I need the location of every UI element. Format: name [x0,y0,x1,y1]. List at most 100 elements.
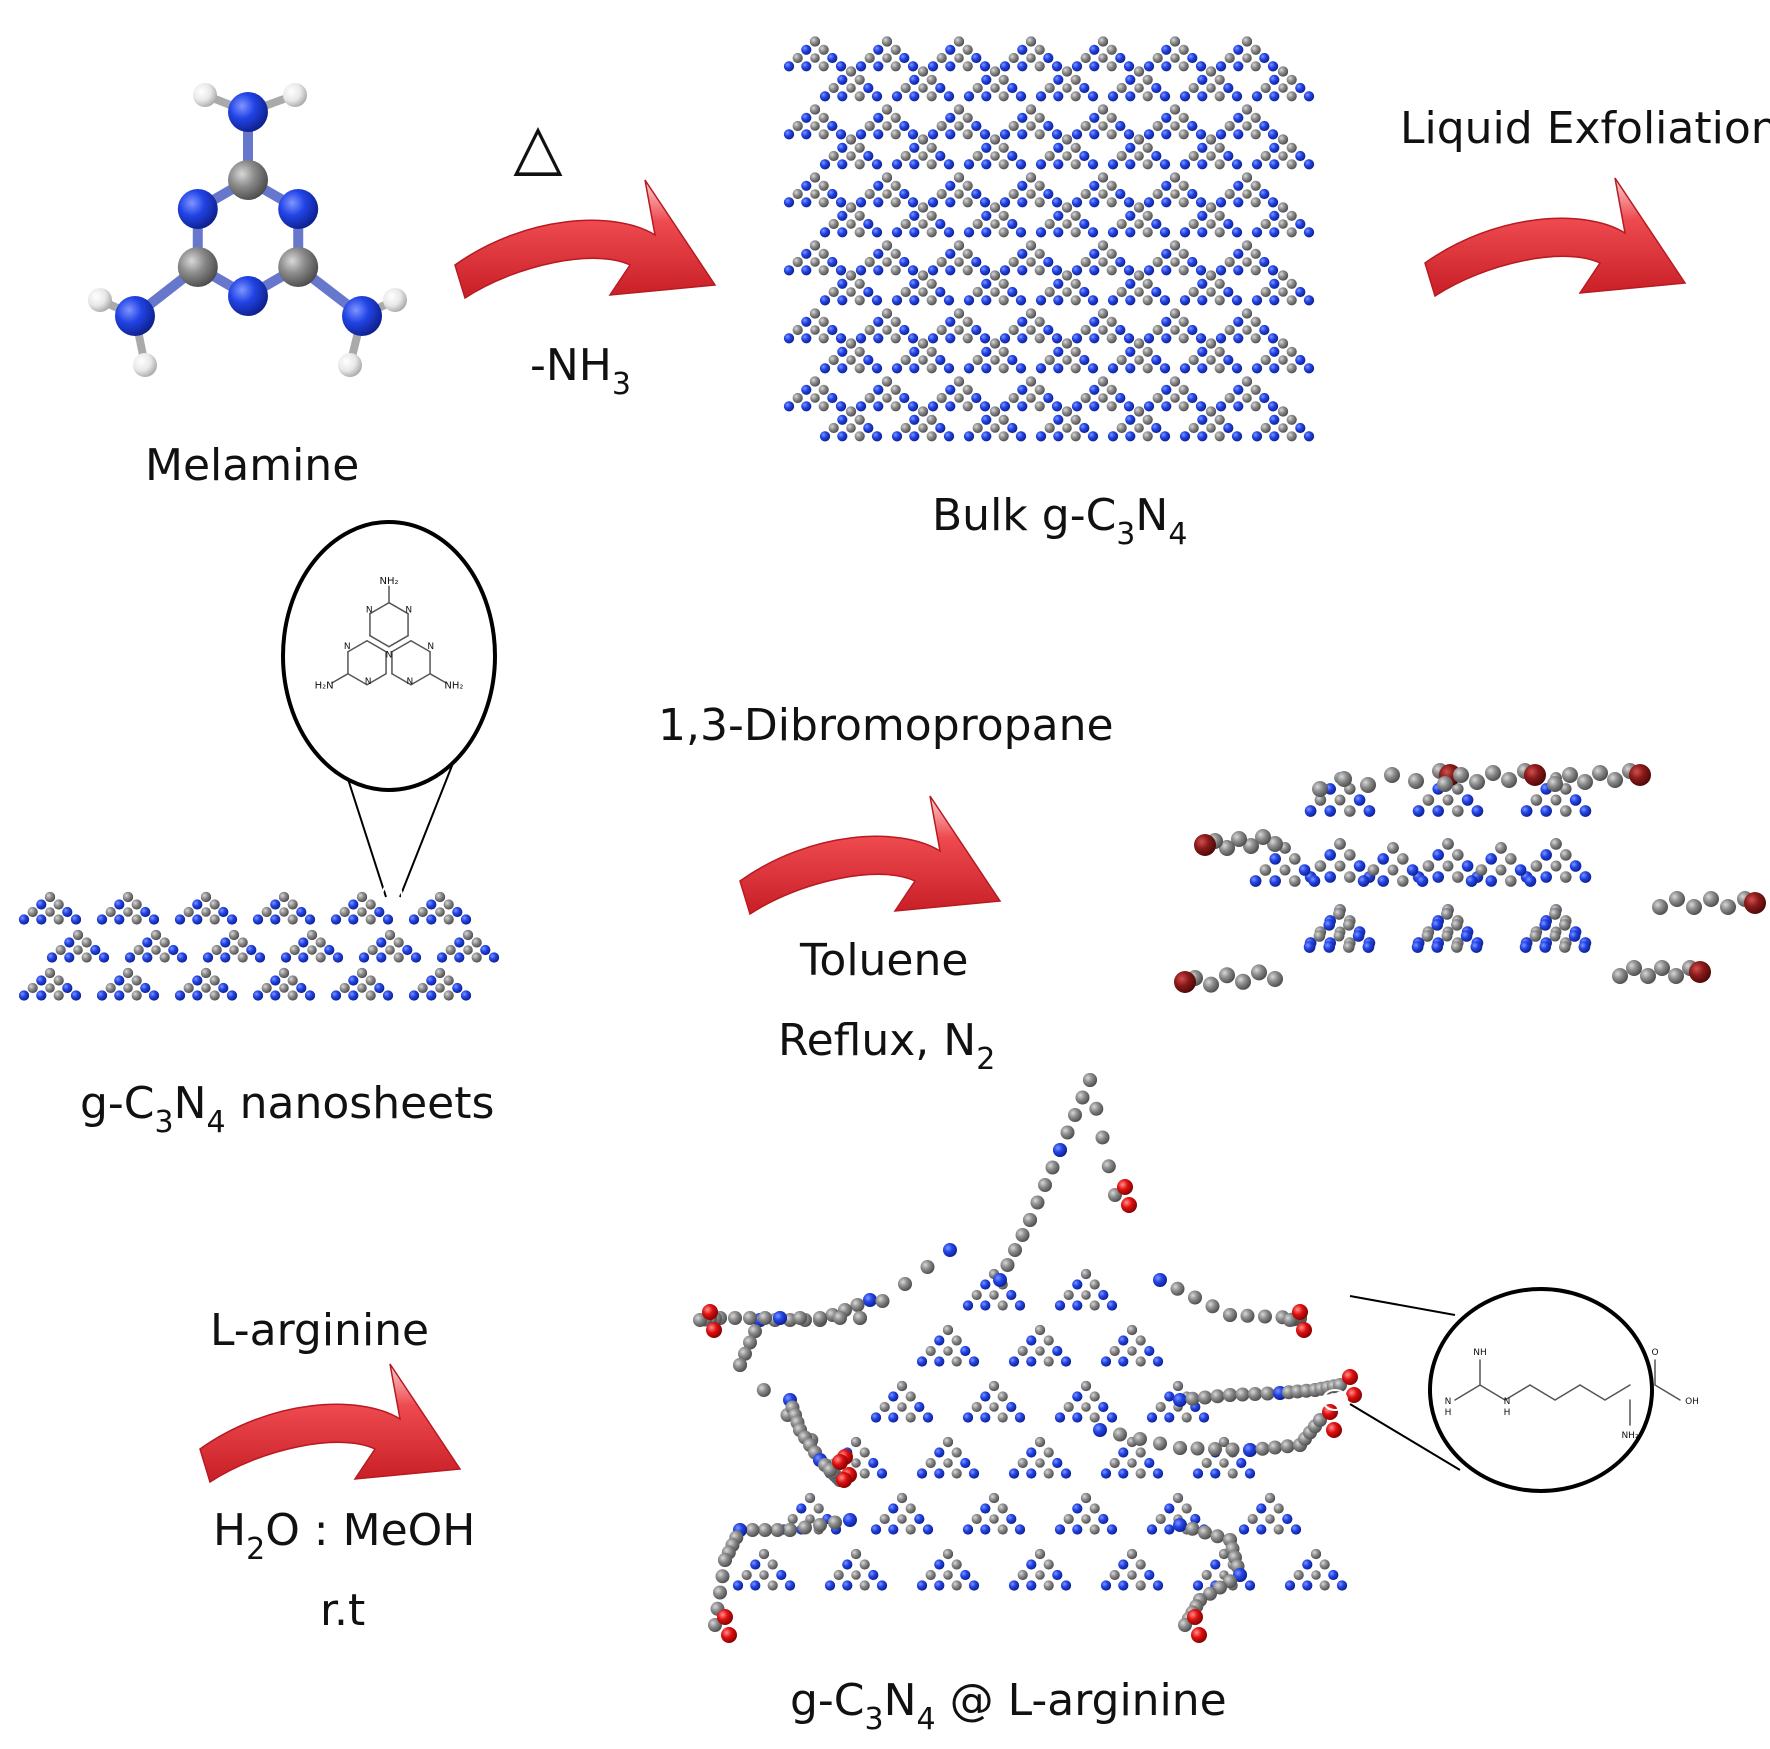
c-atom [792,120,803,132]
n-atom [1043,188,1054,200]
c-atom [1142,142,1153,153]
n-atom [1123,129,1135,140]
c-atom [890,197,901,208]
c-atom [864,188,875,200]
liquid-exfoliation-label: Liquid Exfoliation [1400,103,1770,154]
n-atom [837,74,848,85]
c-atom [1206,355,1216,365]
c-atom [1530,860,1543,872]
n-atom [784,1580,796,1591]
n-atom [1051,333,1063,344]
n-atom [192,899,203,910]
n-atom [1087,91,1099,102]
c-atom [44,891,56,903]
n-atom [871,91,883,102]
c-atom [1560,849,1572,861]
n-atom [899,120,910,132]
n-atom [1164,1391,1175,1402]
n-atom [410,952,422,963]
n-atom [1089,180,1100,191]
n-atom [1197,142,1208,153]
n-atom [1179,295,1191,306]
c-atom [1172,1380,1184,1392]
n-atom [1079,286,1090,298]
n-atom [1035,363,1047,374]
n-atom [922,1412,934,1423]
c-atom [905,1391,916,1402]
c-atom [917,338,929,349]
n-atom [783,129,795,140]
n-atom [1195,401,1207,412]
n-atom [963,431,975,442]
c-atom [1289,853,1301,865]
n-atom [1569,794,1582,806]
n-atom [408,990,420,1001]
n-atom [873,129,884,140]
c-atom [733,1358,747,1372]
c-atom [1265,1514,1275,1524]
c-atom [845,338,857,349]
n-atom [1118,1580,1129,1591]
c-atom [1235,973,1251,990]
n-atom [1302,1580,1313,1591]
c-atom [1278,151,1288,161]
n-atom [979,333,991,344]
c-atom [962,384,973,395]
c-atom [279,983,289,993]
n-atom [1363,805,1376,817]
structure-atom-label: O [1651,1348,1658,1358]
c-atom [1286,414,1297,425]
c-atom [1206,83,1216,93]
n-atom [1107,159,1119,170]
n-atom [218,906,229,918]
c-atom [1260,286,1271,298]
bond [410,640,431,653]
n-atom [962,1524,974,1535]
c-atom [1501,772,1517,788]
n-atom [1143,265,1155,276]
n-atom [1026,1580,1037,1591]
n-atom [1195,61,1207,72]
c-atom [1106,384,1117,395]
n-atom [1089,384,1100,395]
c-atom [743,1311,757,1325]
c-atom [1116,82,1127,94]
c-atom [954,121,964,131]
c-atom [845,406,857,417]
n-atom [1295,218,1306,230]
n-atom [1416,875,1429,887]
n-atom [1233,197,1244,208]
bond [391,640,412,653]
n-atom [981,74,992,85]
c-atom [1044,218,1055,230]
c-atom [1062,287,1072,297]
o-atom [1296,1322,1312,1338]
n-atom [1302,1559,1313,1570]
c-atom [471,937,482,948]
c-atom [123,983,133,993]
n-atom [827,52,838,64]
n-atom [855,61,867,72]
n-atom [1298,864,1311,876]
n-atom [1251,227,1263,238]
c-atom [1025,376,1037,387]
bond [388,634,409,648]
n-atom [1043,256,1054,268]
c-atom [434,891,446,903]
n-atom [962,1300,974,1311]
c-atom [1333,930,1345,942]
n-atom [1125,227,1136,238]
c-atom [123,907,133,917]
n-atom [1540,805,1552,817]
c-atom [881,172,893,183]
n-atom [1197,227,1208,238]
c-atom [1452,871,1464,883]
n-atom [801,316,812,327]
c-atom [951,1559,962,1570]
c-atom [357,907,367,917]
n-atom [863,422,874,434]
nanosheets-label: g-C3N4 nanosheets [80,1078,494,1140]
n-atom [1079,150,1090,162]
c-atom [1210,1529,1225,1544]
